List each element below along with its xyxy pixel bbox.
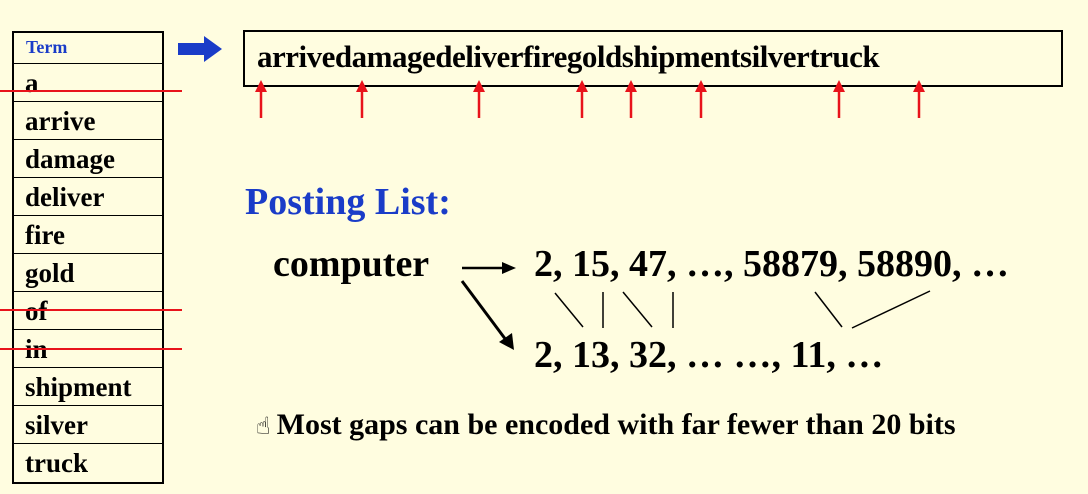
term-header: Term — [14, 33, 162, 64]
pointing-hand-icon: ☝ — [256, 412, 271, 440]
gap-list: 2, 13, 32, … …, 11, … — [534, 334, 884, 376]
term-row: arrive — [14, 102, 162, 140]
term-pointer-arrow — [473, 80, 485, 118]
stopword-strike-line — [0, 90, 182, 92]
term-pointer-arrow — [576, 80, 588, 118]
dictionary-string: arrivedamagedeliverfiregoldshipmentsilve… — [257, 39, 880, 74]
term-row: gold — [14, 254, 162, 292]
note-text: Most gaps can be encoded with far fewer … — [276, 408, 956, 441]
term-pointer-arrow — [833, 80, 845, 118]
term-pointer-arrow — [913, 80, 925, 118]
term-row: silver — [14, 406, 162, 444]
term-pointer-arrow — [356, 80, 368, 118]
stopword-strike-line — [0, 309, 182, 311]
gap-connector-lines — [554, 290, 931, 329]
term-row: shipment — [14, 368, 162, 406]
dictionary-string-box: arrivedamagedeliverfiregoldshipmentsilve… — [243, 30, 1063, 87]
term-pointers — [255, 80, 925, 118]
term-row: of — [14, 292, 162, 330]
gap-arrow — [460, 280, 514, 350]
posting-arrow — [462, 262, 516, 274]
right-arrow-icon — [178, 36, 222, 62]
term-pointer-arrow — [695, 80, 707, 118]
doc-id-list: 2, 15, 47, …, 58879, 58890, … — [534, 243, 1009, 285]
term-row: deliver — [14, 178, 162, 216]
posting-term: computer — [273, 243, 430, 285]
term-pointer-arrow — [255, 80, 267, 118]
term-row: truck — [25, 448, 88, 478]
term-row: fire — [14, 216, 162, 254]
term-row: damage — [14, 140, 162, 178]
stopword-strike-line — [0, 348, 182, 350]
note: ☝Most gaps can be encoded with far fewer… — [256, 408, 956, 442]
term-pointer-arrow — [625, 80, 637, 118]
posting-list-title: Posting List: — [245, 181, 451, 223]
